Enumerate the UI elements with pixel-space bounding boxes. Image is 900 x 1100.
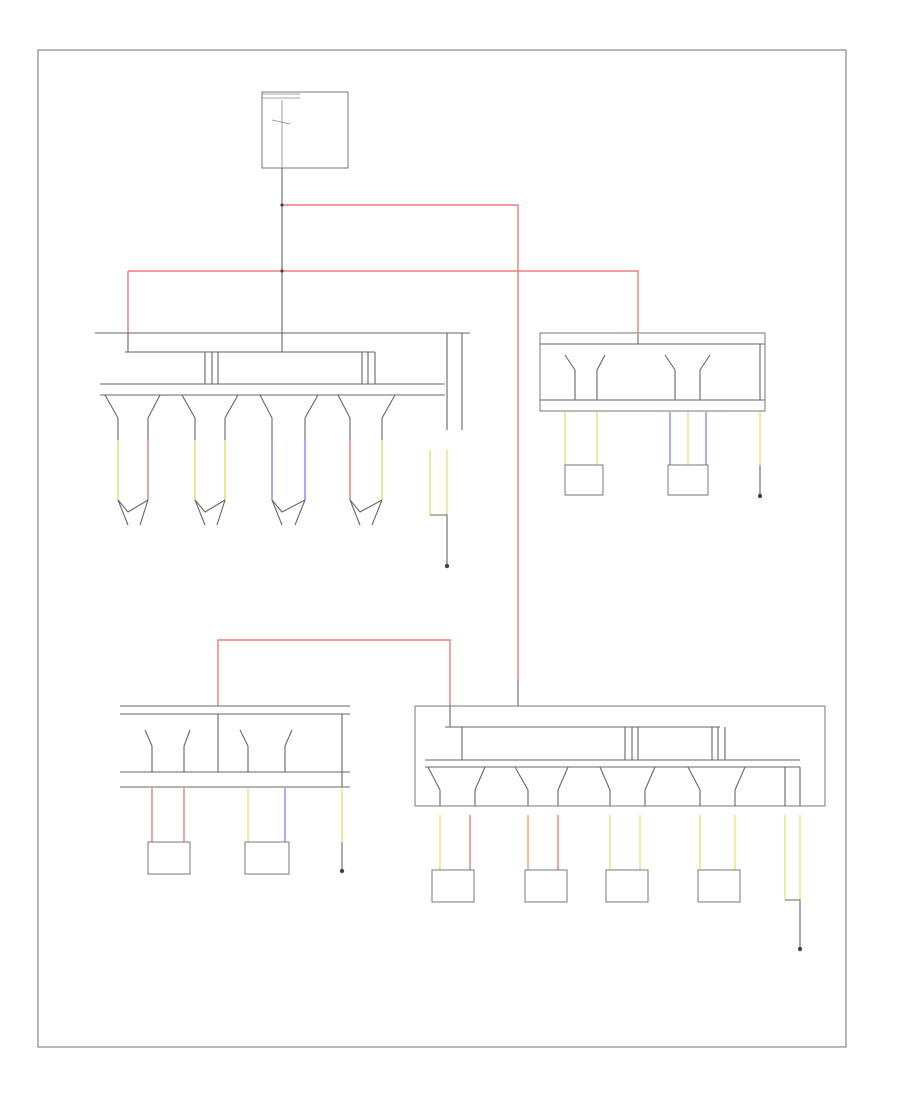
power-wire-top (282, 204, 519, 680)
motor-group-3 (259, 394, 319, 526)
power-wire-branch (128, 270, 639, 334)
ground-symbol-3 (339, 868, 345, 874)
ground-symbol-1 (444, 563, 450, 569)
diagram-frame (37, 49, 847, 1048)
splice-1 (280, 203, 284, 207)
motor-group-1 (104, 394, 161, 526)
fuse-module (261, 91, 349, 169)
motor-group-4 (337, 394, 396, 526)
passenger-lumbar-switch (120, 705, 350, 875)
ground-symbol-4 (797, 946, 803, 952)
driver-seat-switch (95, 332, 470, 569)
passenger-seat-switch (414, 680, 826, 952)
motor-group-2 (181, 394, 239, 526)
power-wire-lower (217, 639, 451, 706)
ground-symbol-2 (757, 493, 763, 499)
splice-2 (280, 269, 284, 273)
driver-lumbar-switch (539, 332, 766, 499)
